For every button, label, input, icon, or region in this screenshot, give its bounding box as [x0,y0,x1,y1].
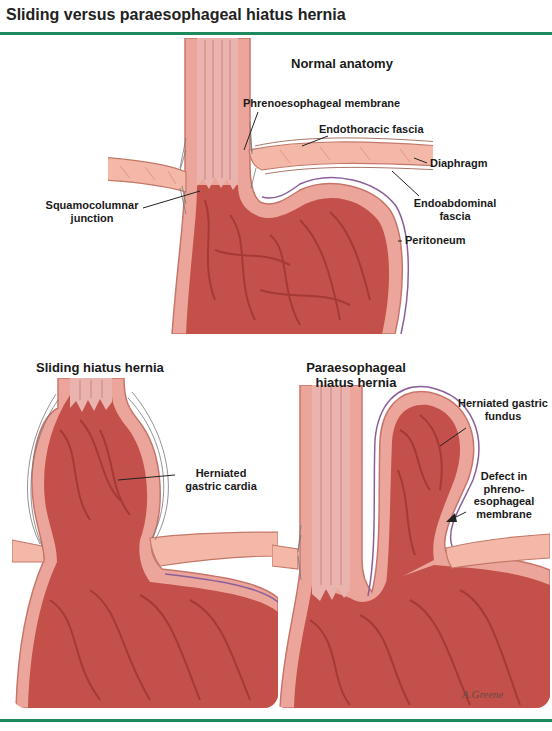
top-rule [0,32,552,35]
panel-heading: Sliding hiatus hernia [36,361,164,376]
part-label: Phrenoesophageal membrane [243,97,400,110]
bottom-rule [0,719,552,722]
part-label: Endoabdominal fascia [408,197,502,222]
part-label: Peritoneum [405,234,466,247]
sliding-hernia-figure [12,378,278,708]
part-label: Diaphragm [430,157,487,170]
title: Sliding versus paraesophageal hiatus her… [6,6,346,24]
part-label: Herniated gastric cardia [177,467,265,492]
paraesophageal-hernia-figure [272,385,550,708]
part-label: Defect in phreno- esophageal membrane [466,470,542,521]
arrow-head [446,513,457,522]
signature: A.Greene [462,688,503,701]
part-label: Endothoracic fascia [319,123,424,136]
part-label: Squamocolumnar junction [40,199,144,224]
part-label: Herniated gastric fundus [458,397,548,422]
normal-anatomy-figure [108,38,433,334]
panel-heading: Paraesophageal hiatus hernia [298,361,414,391]
panel-heading: Normal anatomy [291,57,393,72]
leader-lines [118,112,466,519]
